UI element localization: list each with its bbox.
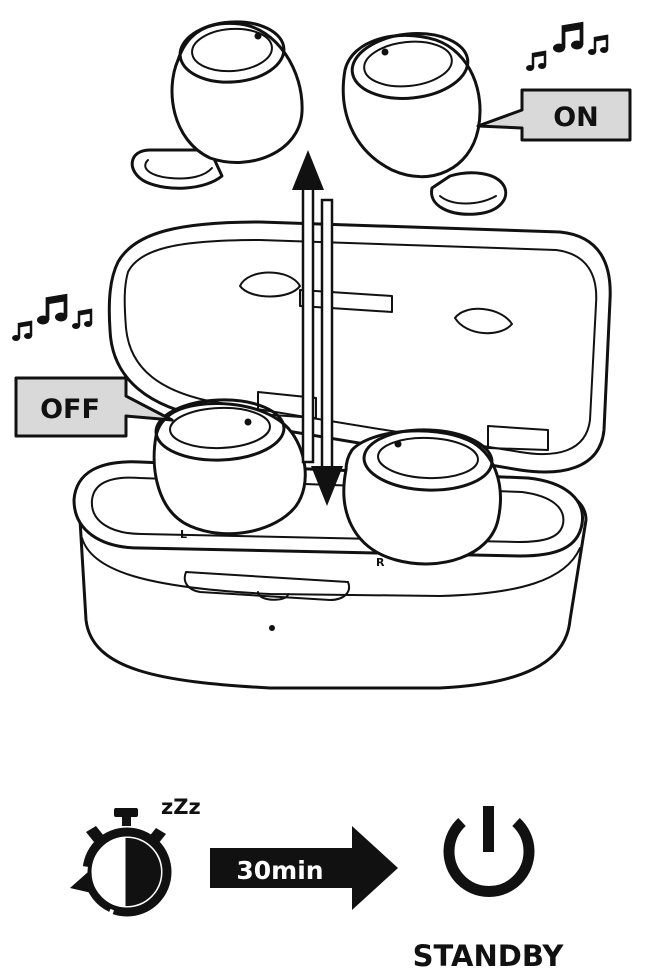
- double-arrow-icon: [292, 150, 343, 506]
- earbud-right-floating: [341, 32, 508, 216]
- off-label: OFF: [40, 394, 100, 425]
- sleep-label: zZz: [161, 795, 201, 819]
- duration-label: 30min: [236, 856, 323, 885]
- earbud-left-floating: [130, 20, 304, 190]
- earbud-right-in-case: R: [342, 428, 502, 569]
- music-notes-icon: [526, 21, 609, 71]
- callout-off: OFF: [14, 376, 174, 438]
- on-label: ON: [553, 102, 599, 133]
- arrow-right-icon: 30min: [210, 826, 398, 910]
- standby-label: STANDBY: [413, 939, 565, 973]
- music-notes-icon: [12, 293, 93, 341]
- earbud-left-in-case: L: [152, 398, 307, 541]
- left-earbud-marker: L: [180, 528, 187, 541]
- callout-on: ON: [476, 88, 632, 142]
- power-icon: [443, 806, 535, 897]
- right-earbud-marker: R: [376, 556, 385, 569]
- timer-icon: [70, 808, 172, 922]
